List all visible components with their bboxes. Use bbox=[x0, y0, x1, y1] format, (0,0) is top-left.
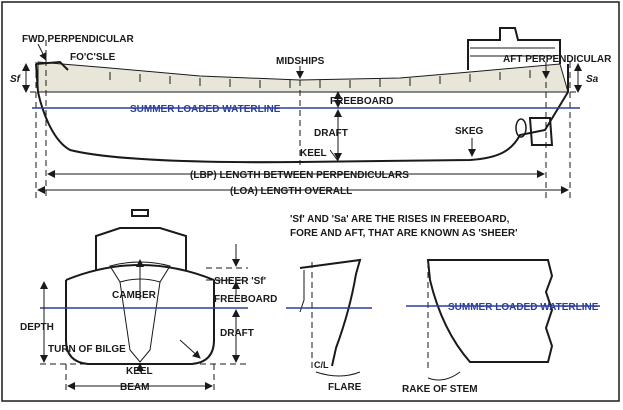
sheer-note: 'Sf' AND 'Sa' ARE THE RISES IN FREEBOARD… bbox=[290, 214, 518, 239]
ship-profile: FWD PERPENDICULAR FO'C'SLE MIDSHIPS AFT … bbox=[10, 27, 612, 200]
flare-inner-line bbox=[299, 270, 305, 313]
note-line-2: FORE AND AFT, THAT ARE KNOWN AS 'SHEER' bbox=[290, 228, 518, 239]
skeg-label: SKEG bbox=[455, 126, 484, 137]
draft-label: DRAFT bbox=[314, 128, 348, 139]
flare-brace bbox=[315, 371, 361, 377]
stem-hull bbox=[426, 259, 554, 363]
rake-of-stem-label: RAKE OF STEM bbox=[402, 384, 478, 395]
cl-label: C/L bbox=[314, 360, 329, 370]
sf-label: Sf bbox=[10, 74, 22, 85]
stem-view: SUMMER LOADED WATERLINE RAKE OF STEM bbox=[402, 259, 600, 395]
rake-brace bbox=[427, 371, 461, 381]
section-keel-label: KEEL bbox=[126, 366, 153, 377]
hull-outline bbox=[35, 63, 569, 164]
fwd-perp-pointer bbox=[37, 43, 47, 61]
rudder bbox=[528, 117, 554, 146]
section-funnel bbox=[131, 209, 149, 217]
aft-perpendicular-label: AFT PERPENDICULAR bbox=[503, 54, 612, 65]
depth-label: DEPTH bbox=[20, 322, 54, 333]
midship-section: SHEER 'Sf' CAMBER FREEBOARD DEPTH DRAFT … bbox=[20, 209, 277, 394]
freeboard-label: FREEBOARD bbox=[330, 96, 393, 107]
midships-label: MIDSHIPS bbox=[276, 56, 325, 67]
sa-label: Sa bbox=[586, 74, 599, 85]
fwd-perpendicular-label: FWD PERPENDICULAR bbox=[22, 34, 134, 45]
propeller-icon bbox=[515, 118, 527, 138]
sheer-label: SHEER 'Sf' bbox=[214, 276, 266, 287]
section-superstructure bbox=[95, 227, 187, 270]
deck-hatches bbox=[109, 70, 531, 88]
section-centre-girder bbox=[119, 281, 161, 363]
beam-label: BEAM bbox=[120, 382, 149, 393]
bow-forecastle bbox=[35, 60, 69, 71]
stem-waterline-label: SUMMER LOADED WATERLINE bbox=[448, 302, 599, 313]
flare-label: FLARE bbox=[328, 382, 362, 393]
diagram-border bbox=[1, 1, 620, 402]
bilge-arrow bbox=[179, 339, 201, 359]
focsle-label: FO'C'SLE bbox=[70, 52, 116, 63]
turn-of-bilge-label: TURN OF BILGE bbox=[48, 344, 126, 355]
note-line-1: 'Sf' AND 'Sa' ARE THE RISES IN FREEBOARD… bbox=[290, 214, 510, 225]
flare-view: C/L FLARE bbox=[286, 258, 372, 393]
loa-label: (LOA) LENGTH OVERALL bbox=[230, 186, 352, 197]
keel-label: KEEL bbox=[300, 148, 327, 159]
lbp-label: (LBP) LENGTH BETWEEN PERPENDICULARS bbox=[190, 170, 409, 181]
flare-hull bbox=[299, 258, 362, 367]
keel-pointer bbox=[329, 149, 339, 162]
superstructure-decks bbox=[470, 47, 555, 57]
superstructure bbox=[467, 27, 561, 70]
section-freeboard-label: FREEBOARD bbox=[214, 294, 277, 305]
section-draft-label: DRAFT bbox=[220, 328, 254, 339]
waterline-label: SUMMER LOADED WATERLINE bbox=[130, 104, 281, 115]
camber-label: CAMBER bbox=[112, 290, 157, 301]
